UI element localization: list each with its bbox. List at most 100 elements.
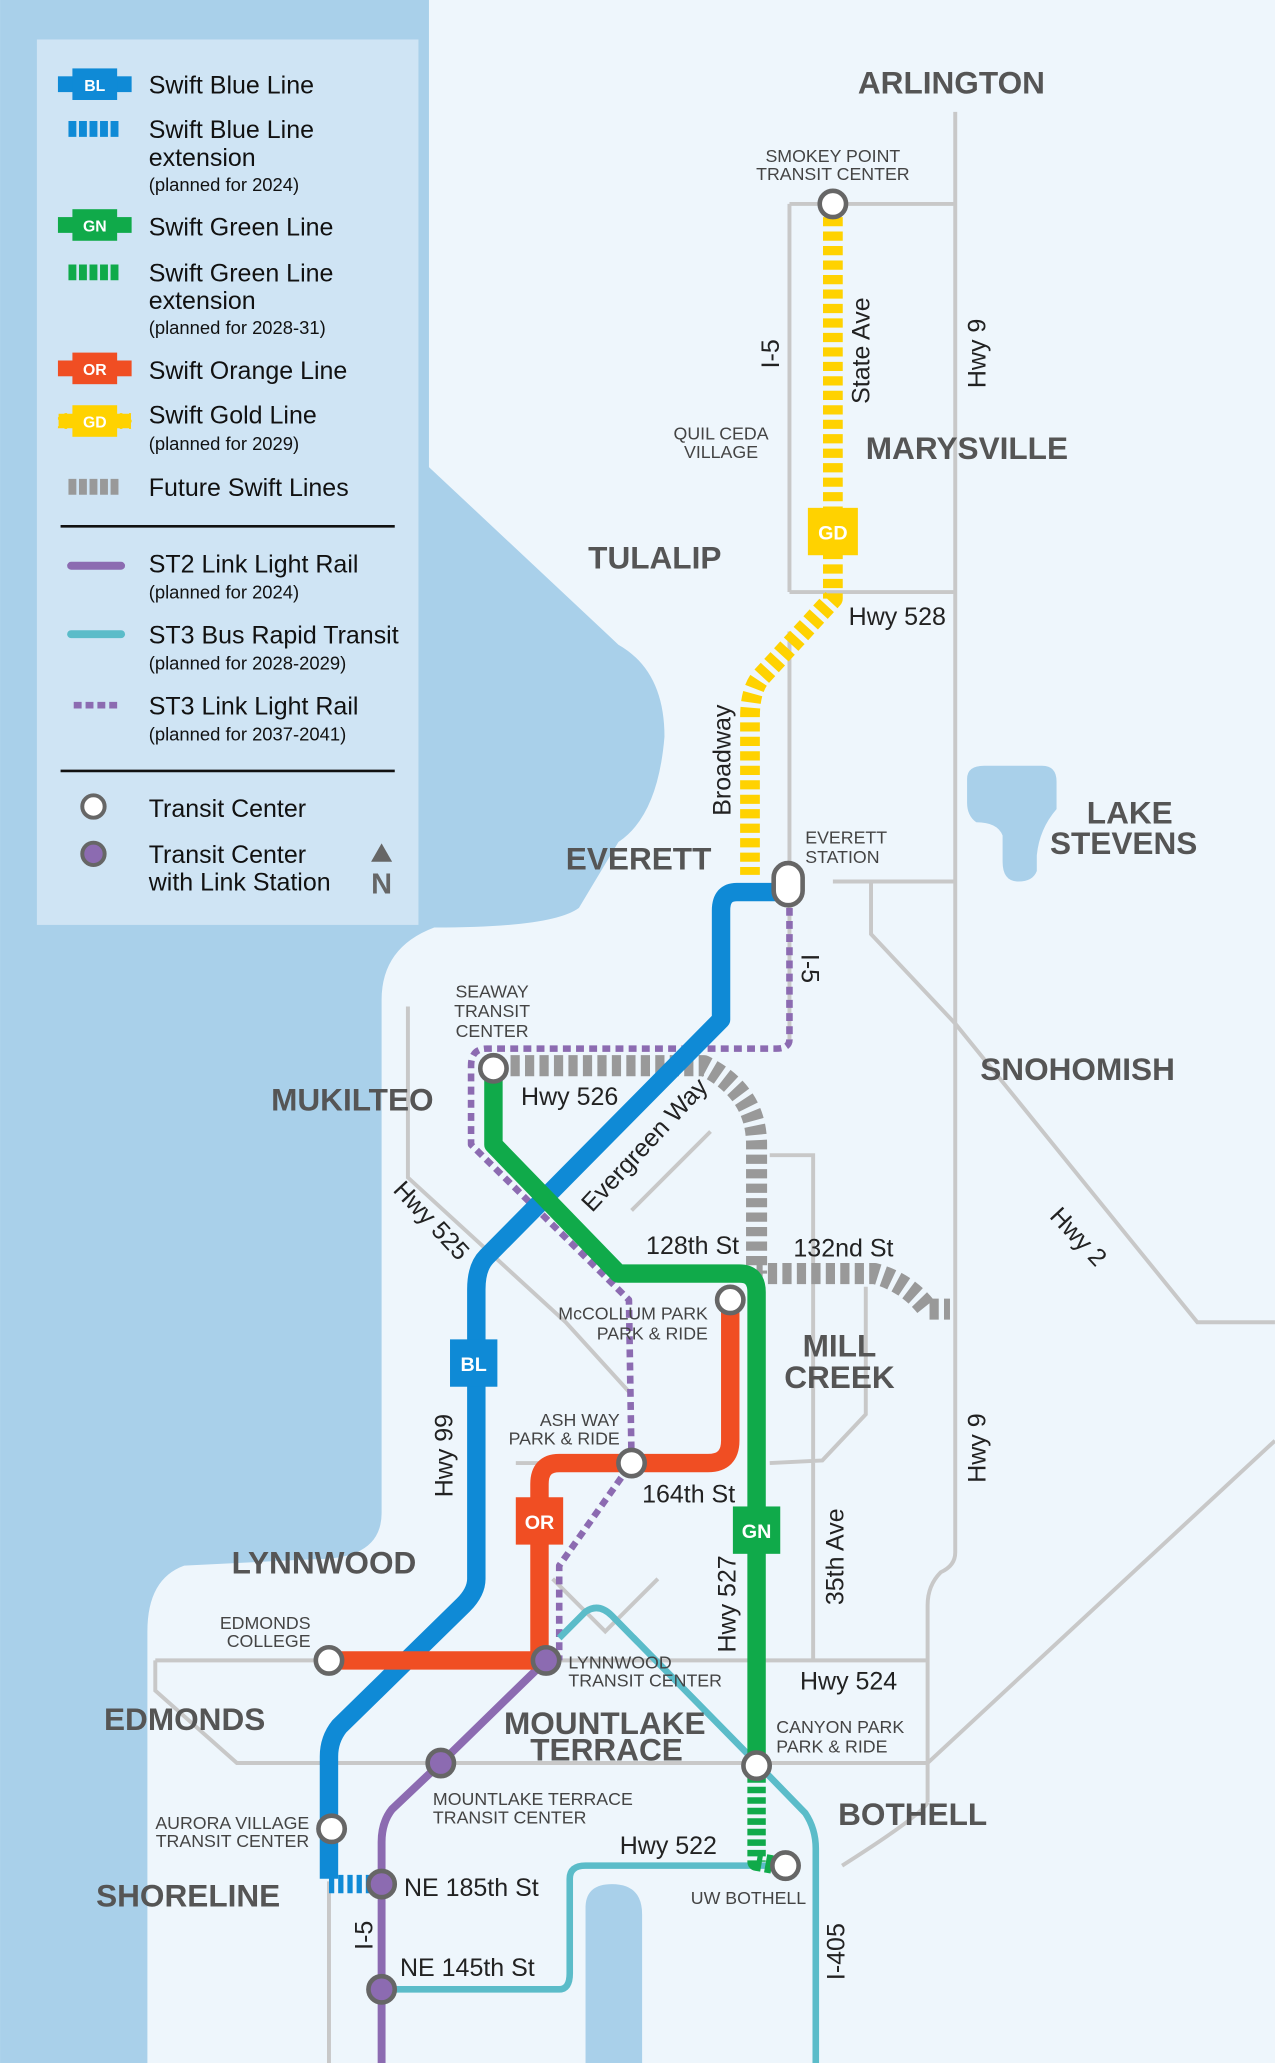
town-everett: EVERETT <box>566 841 712 877</box>
swift-green-line <box>484 1068 766 1766</box>
legend: BL Swift Blue Line Swift Blue Line exten… <box>36 39 419 925</box>
station-mccollum-park[interactable] <box>714 1284 746 1316</box>
station-ne-185th[interactable] <box>366 1868 398 1900</box>
road-label: NE 145th St <box>400 1954 535 1982</box>
town-arlington: ARLINGTON <box>858 64 1045 100</box>
legend-label: Swift Orange Line <box>149 357 348 385</box>
road-label: Hwy 527 <box>714 1555 742 1652</box>
station-seaway[interactable] <box>477 1052 509 1084</box>
town-lake: LAKE <box>1087 795 1173 831</box>
town-edmonds: EDMONDS <box>104 1701 265 1737</box>
legend-label: Swift Blue Line <box>149 71 314 99</box>
station-ash-way[interactable] <box>616 1447 648 1479</box>
legend-label: ST3 Bus Rapid Transit <box>149 621 399 649</box>
station-label: UW BOTHELL <box>691 1888 807 1908</box>
legend-label: extension <box>149 144 256 172</box>
st2-link-light-rail <box>377 1657 549 2063</box>
town-mountlake: MOUNTLAKE <box>504 1705 706 1741</box>
station-label: CANYON PARK <box>776 1717 904 1737</box>
road-label: Hwy 522 <box>620 1832 717 1860</box>
legend-label: Future Swift Lines <box>149 474 349 502</box>
station-label: MOUNTLAKE TERRACE <box>433 1789 633 1809</box>
station-everett[interactable] <box>771 860 805 908</box>
station-label: COLLEGE <box>227 1631 311 1651</box>
lake-stevens <box>967 765 1057 882</box>
station-label: EDMONDS <box>220 1613 311 1633</box>
station-mountlake-terrace[interactable] <box>425 1747 457 1779</box>
station-aurora-village[interactable] <box>316 1813 348 1845</box>
town-marysville: MARYSVILLE <box>866 430 1068 466</box>
town-shoreline: SHORELINE <box>96 1877 280 1913</box>
road-label: 164th St <box>642 1481 735 1509</box>
future-swift-line <box>510 1055 950 1320</box>
station-label: SMOKEY POINT <box>765 146 900 166</box>
blue-line-badge: BL <box>450 1339 498 1387</box>
legend-icon-orange-line: OR <box>57 352 132 385</box>
legend-label: with Link Station <box>148 869 331 897</box>
legend-transit-center-icon <box>80 793 107 820</box>
legend-icon-blue-line: BL <box>57 68 132 100</box>
legend-label: extension <box>149 287 256 315</box>
orange-line-badge: OR <box>515 1497 564 1545</box>
road-label: Broadway <box>708 704 736 816</box>
station-label: ASH WAY <box>540 1410 620 1430</box>
station-label: AURORA VILLAGE <box>155 1813 309 1833</box>
legend-label: ST3 Link Light Rail <box>149 692 359 720</box>
road-label: NE 185th St <box>404 1874 539 1902</box>
lake-washington <box>585 1884 643 2063</box>
svg-text:GN: GN <box>742 1521 772 1543</box>
town-stevens: STEVENS <box>1050 825 1197 861</box>
station-label: QUIL CEDA <box>674 423 769 443</box>
station-lynnwood-tc[interactable] <box>530 1644 562 1676</box>
gold-line-badge: GD <box>807 507 858 556</box>
green-line-badge: GN <box>732 1506 781 1554</box>
station-label: PARK & RIDE <box>597 1323 708 1343</box>
station-labels: SMOKEY POINT TRANSIT CENTER QUIL CEDA VI… <box>155 146 909 1908</box>
legend-label: Transit Center <box>149 841 306 869</box>
legend-label: Swift Green Line <box>149 214 334 242</box>
road-label: State Ave <box>848 297 876 404</box>
town-bothell: BOTHELL <box>838 1796 987 1832</box>
town-mill: MILL <box>803 1327 877 1363</box>
station-label: LYNNWOOD <box>568 1652 671 1672</box>
town-tulalip: TULALIP <box>588 539 721 575</box>
station-label: STATION <box>805 847 879 867</box>
legend-label: Swift Green Line <box>149 260 334 288</box>
station-label: PARK & RIDE <box>776 1736 887 1756</box>
station-label: TRANSIT CENTER <box>433 1808 587 1828</box>
station-label: PARK & RIDE <box>509 1429 620 1449</box>
station-canyon-park[interactable] <box>741 1750 773 1782</box>
legend-label: Swift Gold Line <box>149 402 317 430</box>
north-label: N <box>371 868 392 900</box>
svg-text:BL: BL <box>461 1354 487 1376</box>
svg-text:BL: BL <box>84 78 105 95</box>
road-label: Hwy 526 <box>521 1083 618 1111</box>
legend-icon-green-line: GN <box>57 209 132 241</box>
road-label: Hwy 9 <box>963 319 991 388</box>
road-label: Hwy 9 <box>963 1413 991 1482</box>
legend-icon-gold-line: GD <box>57 405 133 437</box>
svg-text:OR: OR <box>83 362 107 379</box>
station-edmonds-college[interactable] <box>313 1644 345 1676</box>
road-label: Hwy 99 <box>431 1414 459 1497</box>
svg-text:GD: GD <box>818 522 848 544</box>
town-creek: CREEK <box>784 1359 895 1395</box>
svg-text:OR: OR <box>525 1512 555 1534</box>
legend-note: (planned for 2024) <box>149 582 299 603</box>
svg-text:GN: GN <box>83 219 107 236</box>
legend-label: ST2 Link Light Rail <box>149 550 359 578</box>
station-uw-bothell[interactable] <box>770 1850 801 1882</box>
station-smokey-point[interactable] <box>817 188 849 220</box>
road-label: I-5 <box>350 1921 378 1950</box>
station-ne-145th[interactable] <box>366 1973 398 2005</box>
road-label: Hwy 528 <box>849 603 946 631</box>
legend-note: (planned for 2028-31) <box>149 317 326 338</box>
legend-label: Transit Center <box>149 795 306 823</box>
town-snohomish: SNOHOMISH <box>980 1051 1175 1087</box>
station-label: EVERETT <box>805 827 887 847</box>
station-label: TRANSIT CENTER <box>156 1831 310 1851</box>
legend-label: Swift Blue Line <box>149 116 314 144</box>
town-labels: ARLINGTON MARYSVILLE TULALIP EVERETT LAK… <box>96 64 1197 1913</box>
swift-gold-line <box>740 217 843 875</box>
legend-note: (planned for 2028-2029) <box>149 653 347 674</box>
